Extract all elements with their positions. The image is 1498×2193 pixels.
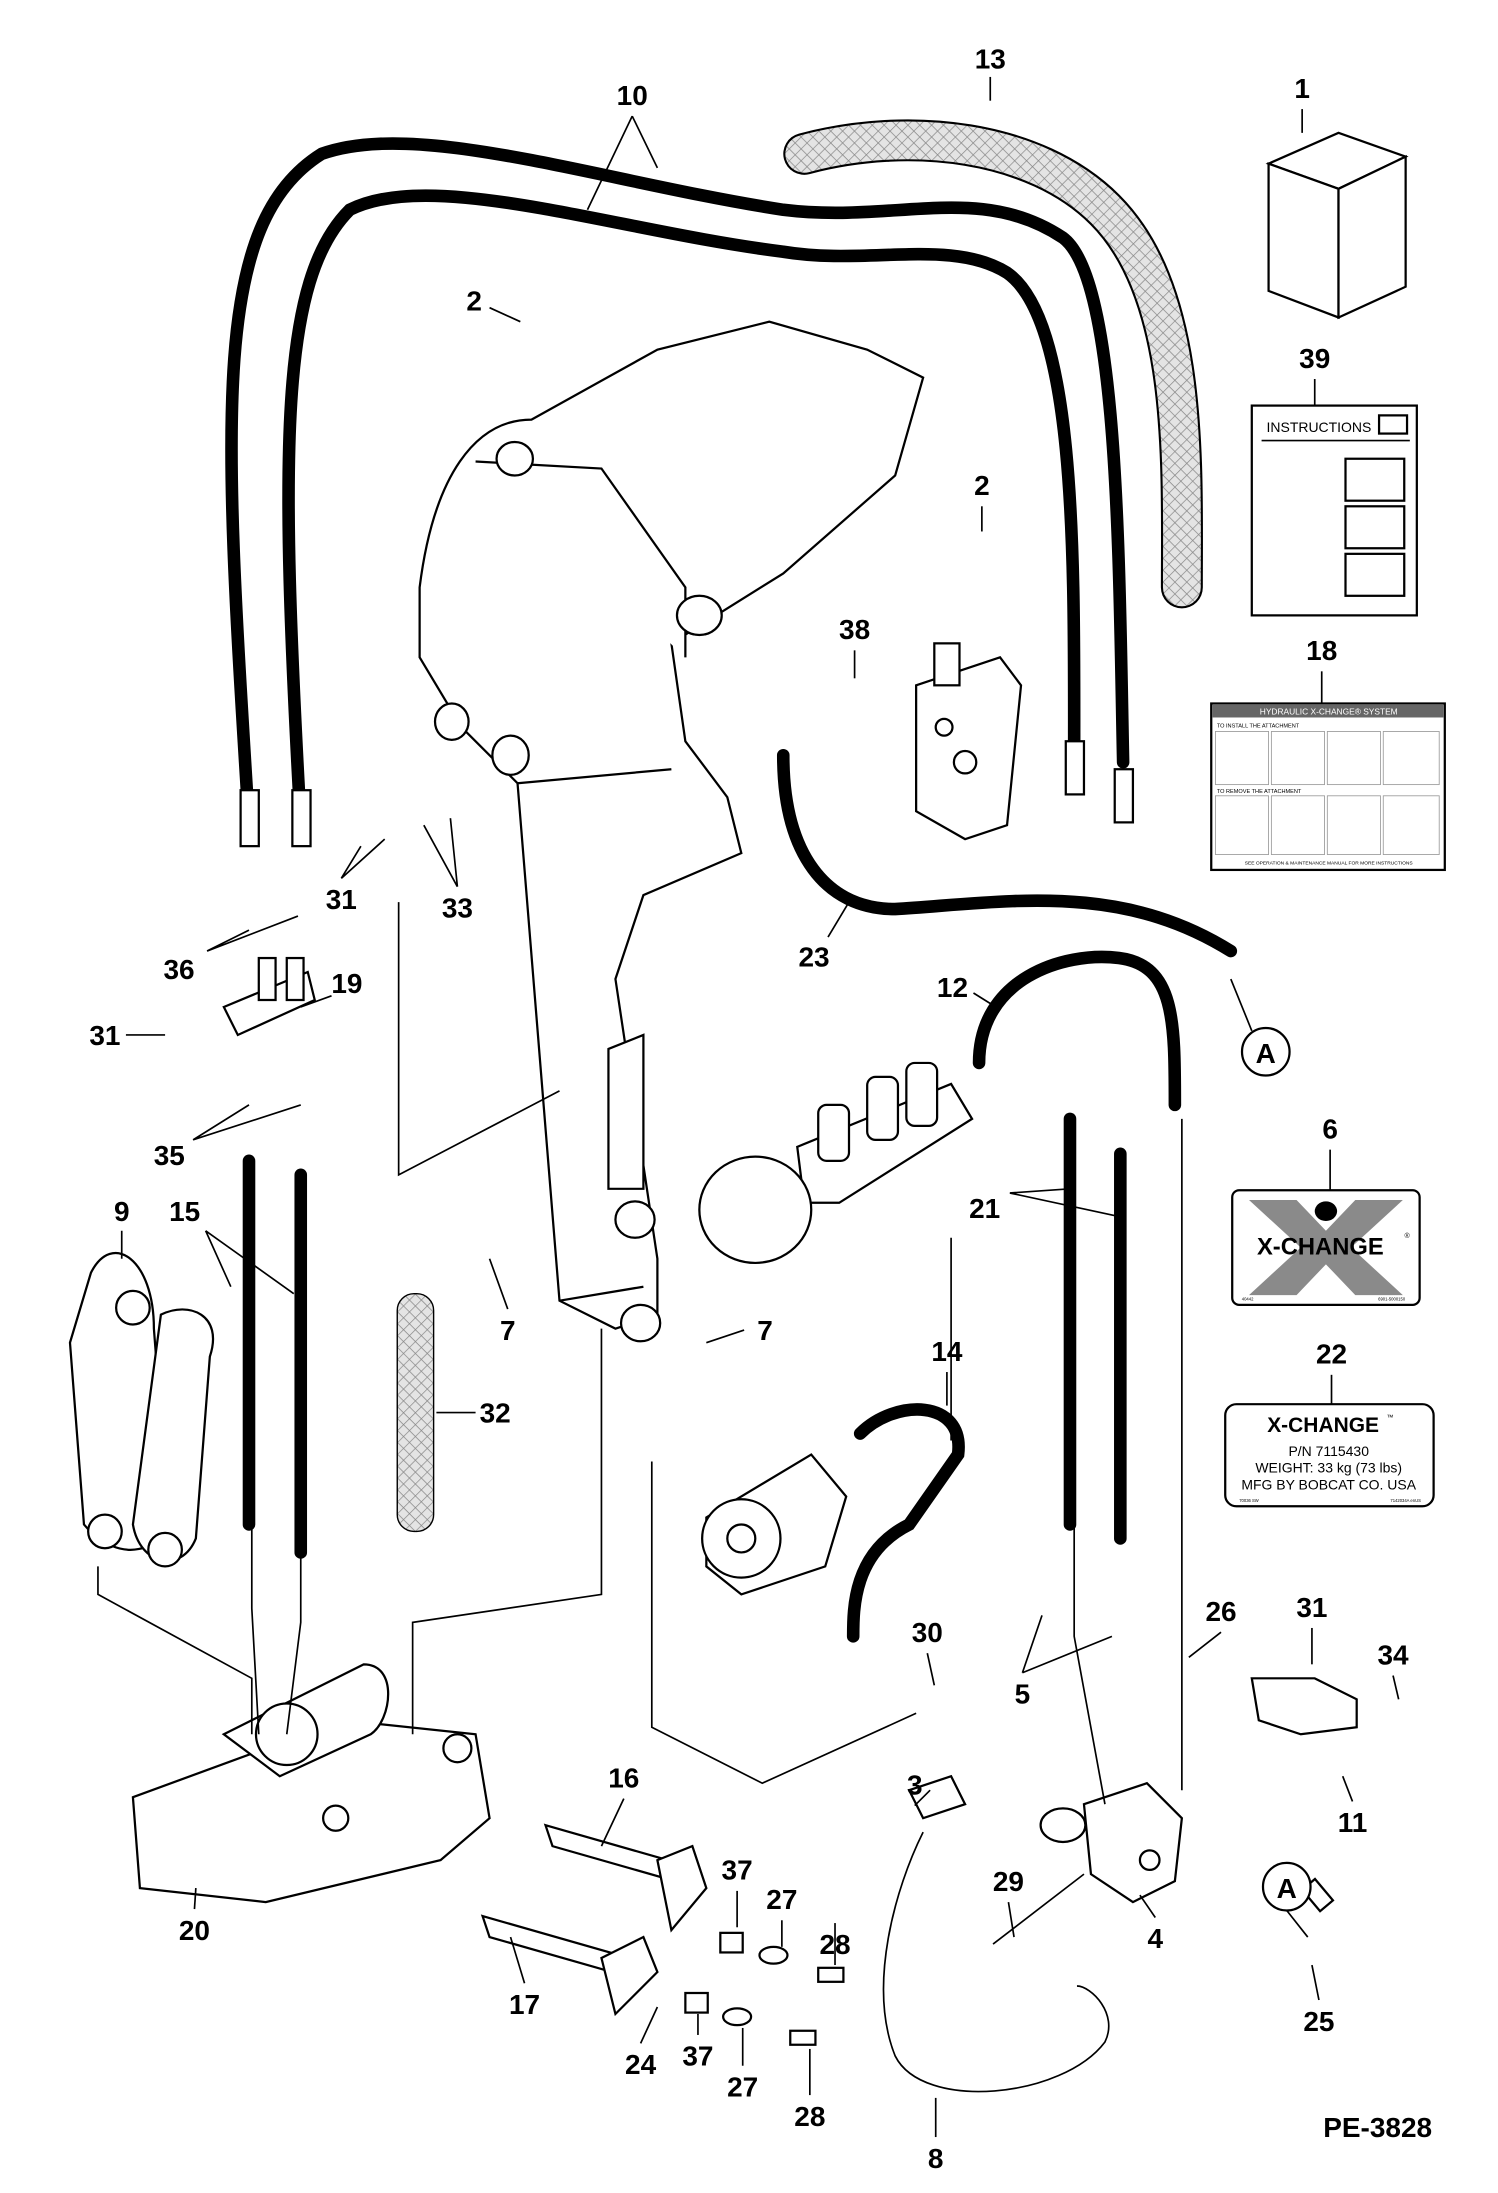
callout-8: 8	[928, 2143, 944, 2174]
protective-sleeve-13	[785, 121, 1201, 607]
callout-7: 7	[757, 1315, 773, 1346]
connector-mark-label: A	[1277, 1873, 1297, 1904]
hydraulic-pump	[701, 1453, 848, 1596]
callout-16: 16	[608, 1762, 639, 1793]
callout-10: 10	[617, 80, 648, 111]
hose-14	[846, 1403, 965, 1643]
callout-32: 32	[480, 1397, 511, 1428]
callout-2: 2	[466, 285, 482, 316]
callout-7: 7	[500, 1315, 516, 1346]
connector-mark-a-1: A	[1240, 1026, 1291, 1077]
decal-22-code-right: 7142034A enUS	[1390, 1498, 1421, 1503]
callout-36: 36	[164, 954, 195, 985]
callout-11: 11	[1338, 1807, 1368, 1838]
fitting	[1113, 768, 1135, 824]
callout-13: 13	[975, 44, 1006, 75]
callout-23: 23	[798, 941, 829, 972]
callout-37: 37	[722, 1855, 753, 1886]
callout-6: 6	[1322, 1113, 1338, 1144]
connector-mark-label: A	[1256, 1038, 1276, 1069]
kit-box-1	[1265, 131, 1409, 320]
registered-mark: ®	[1404, 1232, 1410, 1240]
callout-35: 35	[154, 1140, 185, 1171]
leader-lines	[97, 76, 1400, 2138]
x-change-valve-block-4	[1039, 1781, 1184, 1904]
callout-31: 31	[1296, 1592, 1327, 1623]
callout-38: 38	[839, 614, 870, 645]
decal-6-code-left: 40442	[1242, 1297, 1254, 1302]
decal-18-footer: SEE OPERATION & MAINTENANCE MANUAL FOR M…	[1245, 860, 1414, 866]
hose-12	[972, 950, 1182, 1112]
pin-16	[543, 1823, 708, 1933]
x-change-coupler-20	[131, 1663, 491, 1904]
fitting	[291, 789, 312, 848]
callout-31: 31	[89, 1020, 120, 1051]
sleeve-32	[396, 1293, 435, 1533]
instructions-manual-39: INSTRUCTIONS	[1250, 404, 1418, 617]
instructions-title: INSTRUCTIONS	[1267, 419, 1372, 435]
callout-25: 25	[1303, 2006, 1334, 2037]
callouts: 13 10 1 2 2 39 18 38 31 33 36 19 31 23 1…	[89, 44, 1409, 2174]
decal-22-manufacturer: MFG BY BOBCAT CO. USA	[1241, 1477, 1416, 1493]
callout-19: 19	[331, 968, 362, 999]
hose-10-inner	[282, 189, 1081, 832]
callout-12: 12	[937, 972, 968, 1003]
decal-18-section-remove: TO REMOVE THE ATTACHMENT	[1217, 789, 1302, 795]
hose-10-outer	[225, 137, 1130, 832]
callout-4: 4	[1148, 1923, 1164, 1954]
diverter-valve	[915, 642, 1023, 841]
connector-mark-a-2: A	[1261, 1861, 1312, 1912]
callout-34: 34	[1377, 1639, 1409, 1670]
decal-22-part-number: P/N 7115430	[1288, 1443, 1369, 1459]
callout-20: 20	[179, 1915, 210, 1946]
callout-9: 9	[114, 1196, 130, 1227]
callout-17: 17	[509, 1989, 540, 2020]
callout-1: 1	[1294, 73, 1310, 104]
callout-21: 21	[969, 1193, 1000, 1224]
callout-24: 24	[625, 2049, 657, 2080]
decal-22-code-left: 70036 SW	[1239, 1498, 1259, 1503]
callout-37: 37	[682, 2041, 713, 2072]
solenoid-valve-manifold	[698, 1061, 974, 1265]
decal-22-weight: WEIGHT: 33 kg (73 lbs)	[1255, 1460, 1402, 1476]
callout-31: 31	[326, 884, 357, 915]
callout-28: 28	[819, 1929, 850, 1960]
callout-18: 18	[1306, 635, 1337, 666]
decal-18-title: HYDRAULIC X-CHANGE® SYSTEM	[1260, 707, 1398, 717]
callout-33: 33	[442, 892, 473, 923]
trademark: ™	[1387, 1415, 1394, 1422]
callout-27: 27	[727, 2071, 758, 2102]
callout-22: 22	[1316, 1339, 1347, 1370]
callout-30: 30	[912, 1617, 943, 1648]
callout-14: 14	[931, 1336, 963, 1367]
callout-15: 15	[169, 1196, 200, 1227]
excavator-arm	[418, 320, 925, 1343]
callout-5: 5	[1015, 1678, 1031, 1709]
callout-26: 26	[1205, 1596, 1236, 1627]
decal-18-section-install: TO INSTALL THE ATTACHMENT	[1217, 723, 1300, 729]
decal-6-code-right: 6901-5000150	[1378, 1297, 1406, 1302]
pin-17	[480, 1914, 659, 2017]
callout-27: 27	[766, 1884, 797, 1915]
callout-39: 39	[1299, 343, 1330, 374]
drawing-id: PE-3828	[1323, 2112, 1432, 2143]
fitting	[1064, 740, 1086, 796]
hose-23	[776, 748, 1238, 958]
decal-22-serial-plate: X-CHANGE ™ P/N 7115430 WEIGHT: 33 kg (73…	[1224, 1403, 1435, 1508]
link-9	[68, 1251, 215, 1568]
callout-3: 3	[907, 1769, 923, 1800]
callout-2: 2	[974, 470, 990, 501]
decal-6-x-change-logo: X-CHANGE ® 40442 6901-5000150	[1231, 1189, 1421, 1307]
decal-18-hydraulic-x-change: HYDRAULIC X-CHANGE® SYSTEM TO INSTALL TH…	[1210, 702, 1446, 872]
callout-28: 28	[794, 2101, 825, 2132]
callout-29: 29	[993, 1866, 1024, 1897]
decal-6-text: X-CHANGE	[1257, 1234, 1384, 1261]
fitting	[239, 789, 260, 848]
decal-22-title: X-CHANGE	[1267, 1414, 1379, 1437]
